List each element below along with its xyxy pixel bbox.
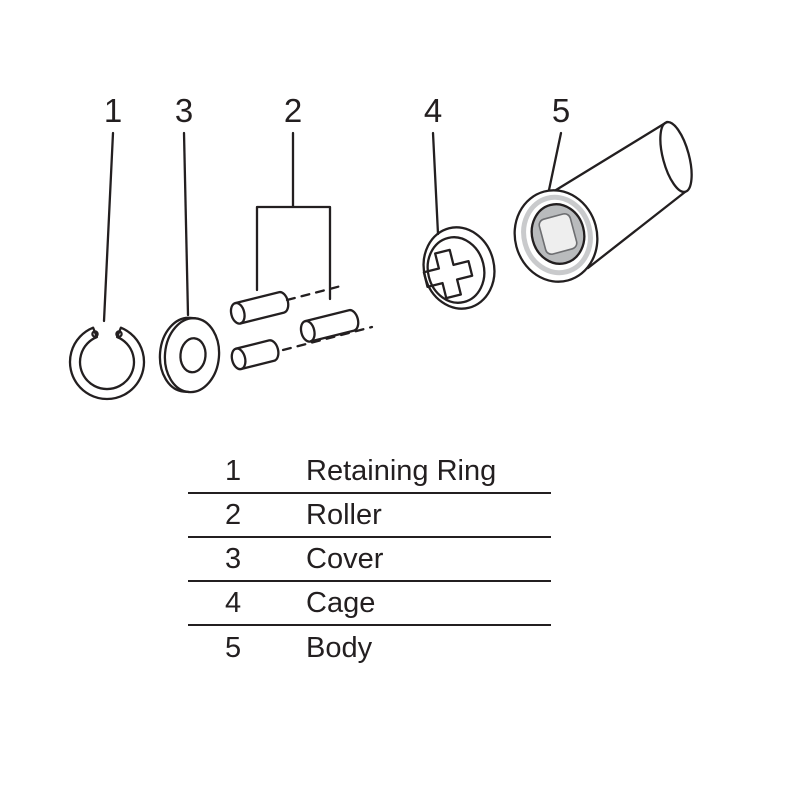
callout-2-leader	[255, 131, 332, 301]
table-row: 4 Cage	[188, 582, 551, 626]
roller-body	[234, 339, 280, 371]
roller-drawing	[230, 339, 280, 371]
body-tube-bottom-edge	[586, 190, 687, 270]
table-row: 3 Cover	[188, 538, 551, 582]
callout-1-label: 1	[104, 92, 122, 129]
hidden-edge-dashes	[281, 284, 374, 352]
table-row: 5 Body	[188, 626, 551, 670]
callout-3-label: 3	[175, 92, 193, 129]
cover-drawing	[158, 316, 221, 394]
roller-body	[234, 290, 290, 325]
callout-4-label: 4	[424, 92, 442, 129]
cover-face	[163, 317, 221, 394]
body-wall-shading	[521, 194, 593, 276]
part-number-cell: 2	[225, 498, 242, 531]
callout-labels: 1 3 2 4 5	[104, 92, 570, 129]
retaining-ring-ear-hole	[115, 330, 123, 338]
parts-table: 1 Retaining Ring 2 Roller 3 Cover 4 Cage…	[188, 450, 551, 670]
body-square-drive-hole	[538, 213, 578, 255]
retaining-ring-outline	[68, 326, 146, 401]
callout-2-label: 2	[284, 92, 302, 129]
table-row: 2 Roller	[188, 494, 551, 538]
exploded-view-diagram: 1 3 2 4 5	[68, 92, 693, 401]
roller-drawing	[229, 290, 290, 325]
part-number-cell: 4	[225, 586, 242, 619]
callout-5-leader	[547, 131, 563, 192]
roller-drawing	[299, 308, 360, 343]
callout-5-label: 5	[552, 92, 570, 129]
cover-edge	[158, 316, 197, 394]
part-number-cell: 1	[225, 454, 242, 487]
cage-inner-rim	[426, 236, 486, 304]
cage-drawing	[422, 226, 496, 310]
part-name-cell: Roller	[306, 498, 382, 531]
body-drawing	[513, 120, 693, 283]
callout-4-leader	[431, 131, 440, 236]
table-row: 1 Retaining Ring	[188, 450, 551, 494]
part-name-cell: Cage	[306, 586, 376, 619]
cover-hole	[179, 337, 207, 374]
callout-1-leader	[102, 131, 115, 323]
cage-slot-cross	[422, 248, 474, 300]
part-name-cell: Cover	[306, 542, 384, 575]
retaining-ring-ear-hole	[91, 330, 99, 338]
retaining-ring-drawing	[68, 326, 146, 401]
part-number-cell: 3	[225, 542, 242, 575]
callout-3-leader	[182, 131, 190, 317]
body-far-end	[659, 120, 693, 194]
part-name-cell: Retaining Ring	[306, 454, 497, 487]
body-tube-top-edge	[554, 120, 669, 192]
part-name-cell: Body	[306, 631, 373, 664]
part-number-cell: 5	[225, 631, 242, 664]
roller-body	[304, 308, 360, 343]
